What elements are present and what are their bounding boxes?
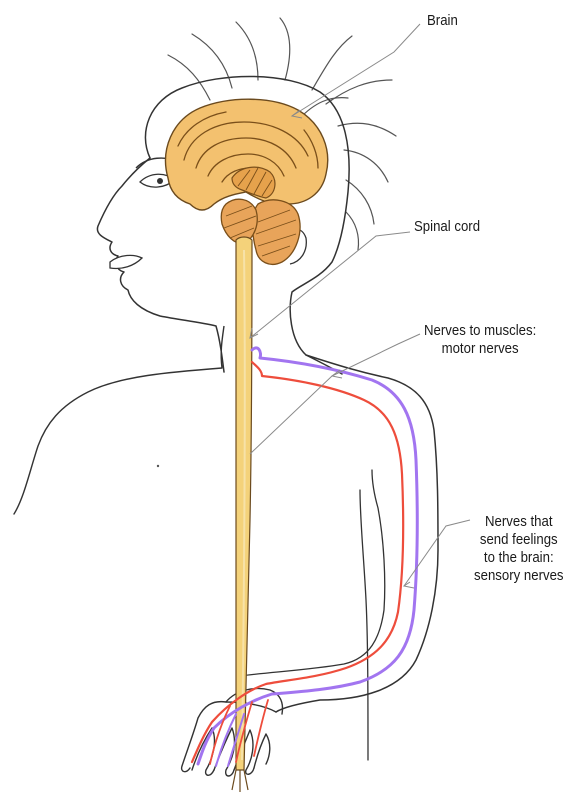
label-sensory-nerves: Nerves that send feelings to the brain: …	[474, 513, 564, 585]
label-brain: Brain	[427, 12, 458, 30]
label-motor-line-2: motor nerves	[424, 340, 536, 358]
label-motor-nerves: Nerves to muscles: motor nerves	[424, 322, 536, 358]
brain-cerebellum	[253, 200, 301, 264]
leader-brain	[292, 24, 420, 116]
label-sensory-line-2: send feelings	[474, 531, 564, 549]
left-shoulder	[14, 368, 222, 514]
mouth	[110, 255, 142, 268]
label-sensory-line-1: Nerves that	[474, 513, 564, 531]
label-sensory-line-3: to the brain:	[474, 549, 564, 567]
label-sensory-line-4: sensory nerves	[474, 567, 564, 585]
inner-arm	[240, 470, 385, 676]
label-motor-line-1: Nerves to muscles:	[424, 322, 536, 340]
label-spinal-cord-text: Spinal cord	[414, 218, 480, 236]
label-brain-text: Brain	[427, 12, 458, 30]
label-spinal-cord: Spinal cord	[414, 218, 480, 236]
torso-side	[360, 490, 368, 760]
